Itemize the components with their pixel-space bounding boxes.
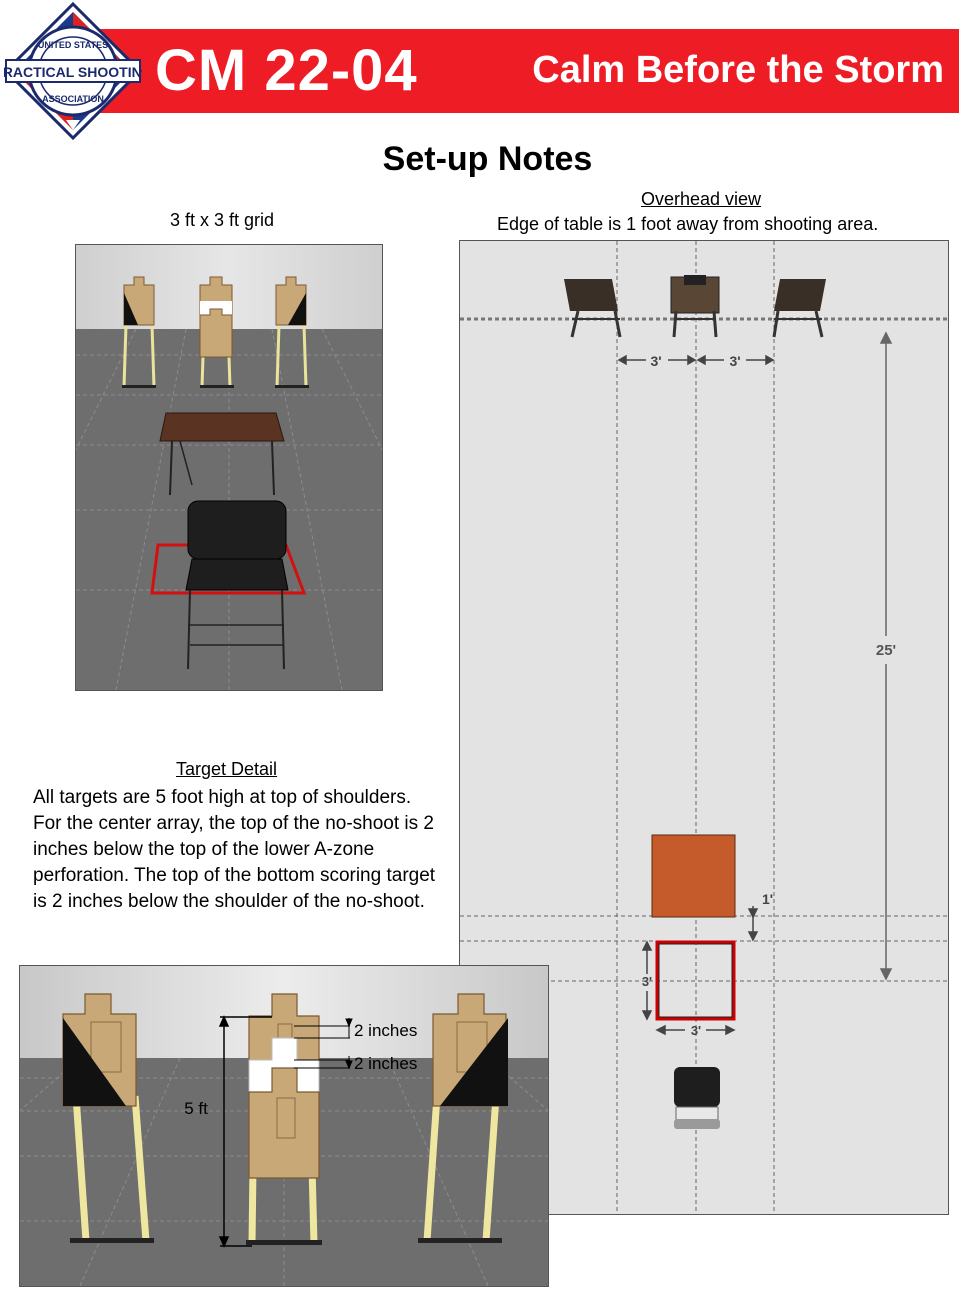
dim-range-length: 25' (876, 642, 896, 659)
logo-text-bottom: ASSOCIATION (42, 94, 104, 104)
target-stand-center (670, 275, 720, 338)
perspective-view-image (75, 244, 383, 691)
dim-target-height: 5 ft (184, 1099, 208, 1118)
dim-target-spacing-left: 3' (650, 353, 661, 369)
dim-target-spacing-right: 3' (729, 353, 740, 369)
target-detail-text: All targets are 5 foot high at top of sh… (33, 787, 436, 912)
shooting-box (655, 940, 736, 1021)
title-banner (98, 29, 959, 113)
logo-text-top: UNITED STATES (38, 40, 108, 50)
dim-gap-upper: 2 inches (354, 1021, 417, 1040)
uspsa-logo: UNITED STATES PRACTICAL SHOOTING ASSOCIA… (4, 2, 142, 140)
dim-box-width: 3' (691, 1023, 701, 1038)
perspective-caption: 3 ft x 3 ft grid (170, 210, 275, 230)
target-detail-title: Target Detail (176, 759, 278, 779)
chair-top-view (674, 1067, 720, 1129)
page-title: Set-up Notes (382, 140, 593, 178)
stage-name: Calm Before the Storm (532, 49, 944, 91)
stage-code: CM 22-04 (155, 38, 418, 103)
target-detail-image: 5 ft 2 inches 2 inches (19, 965, 549, 1287)
dim-box-depth: 3' (642, 974, 652, 989)
overhead-subtitle: Edge of table is 1 foot away from shooti… (497, 214, 879, 234)
overhead-title: Overhead view (641, 189, 762, 209)
target-stand-right (772, 279, 826, 338)
table (651, 834, 736, 918)
dim-table-gap: 1' (762, 891, 773, 907)
logo-text-middle: PRACTICAL SHOOTING (4, 64, 142, 80)
target-stand-left (564, 279, 622, 338)
dim-gap-lower: 2 inches (354, 1054, 417, 1073)
